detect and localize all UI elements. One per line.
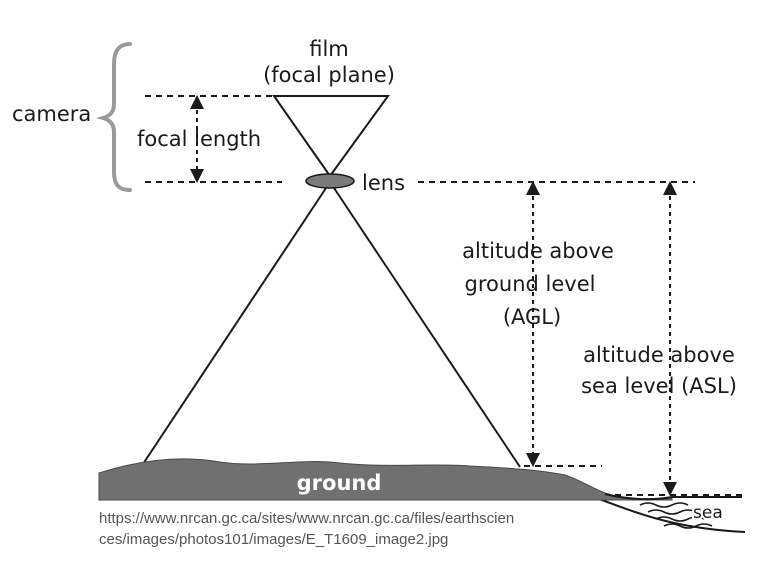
camera-label: camera [12, 102, 91, 126]
reference-lines [145, 95, 742, 496]
focal-length-label: focal length [137, 127, 261, 151]
lens-label: lens [362, 171, 405, 195]
source-url-line1: https://www.nrcan.gc.ca/sites/www.nrcan.… [99, 510, 514, 527]
asl-label-line2: sea level (ASL) [581, 374, 737, 398]
agl-label-line2: ground level [465, 272, 596, 296]
sea-waves [639, 502, 713, 529]
source-url-line2: ces/images/photos101/images/E_T1609_imag… [99, 531, 448, 548]
film-label: film [309, 37, 349, 61]
agl-label-line1: altitude above [462, 239, 614, 263]
agl-label-line3: (AGL) [503, 305, 561, 329]
film-triangle [272, 95, 390, 178]
ground-label: ground [297, 471, 382, 495]
sea-label: sea [693, 503, 723, 523]
ground-shape [98, 458, 673, 501]
lens-shape [305, 173, 355, 189]
view-line-right [329, 181, 521, 468]
asl-label-line1: altitude above [583, 343, 735, 367]
sea-surface-line [604, 493, 742, 501]
camera-brace [95, 42, 132, 192]
view-line-left [140, 181, 331, 468]
focal-plane-label: (focal plane) [263, 63, 395, 87]
